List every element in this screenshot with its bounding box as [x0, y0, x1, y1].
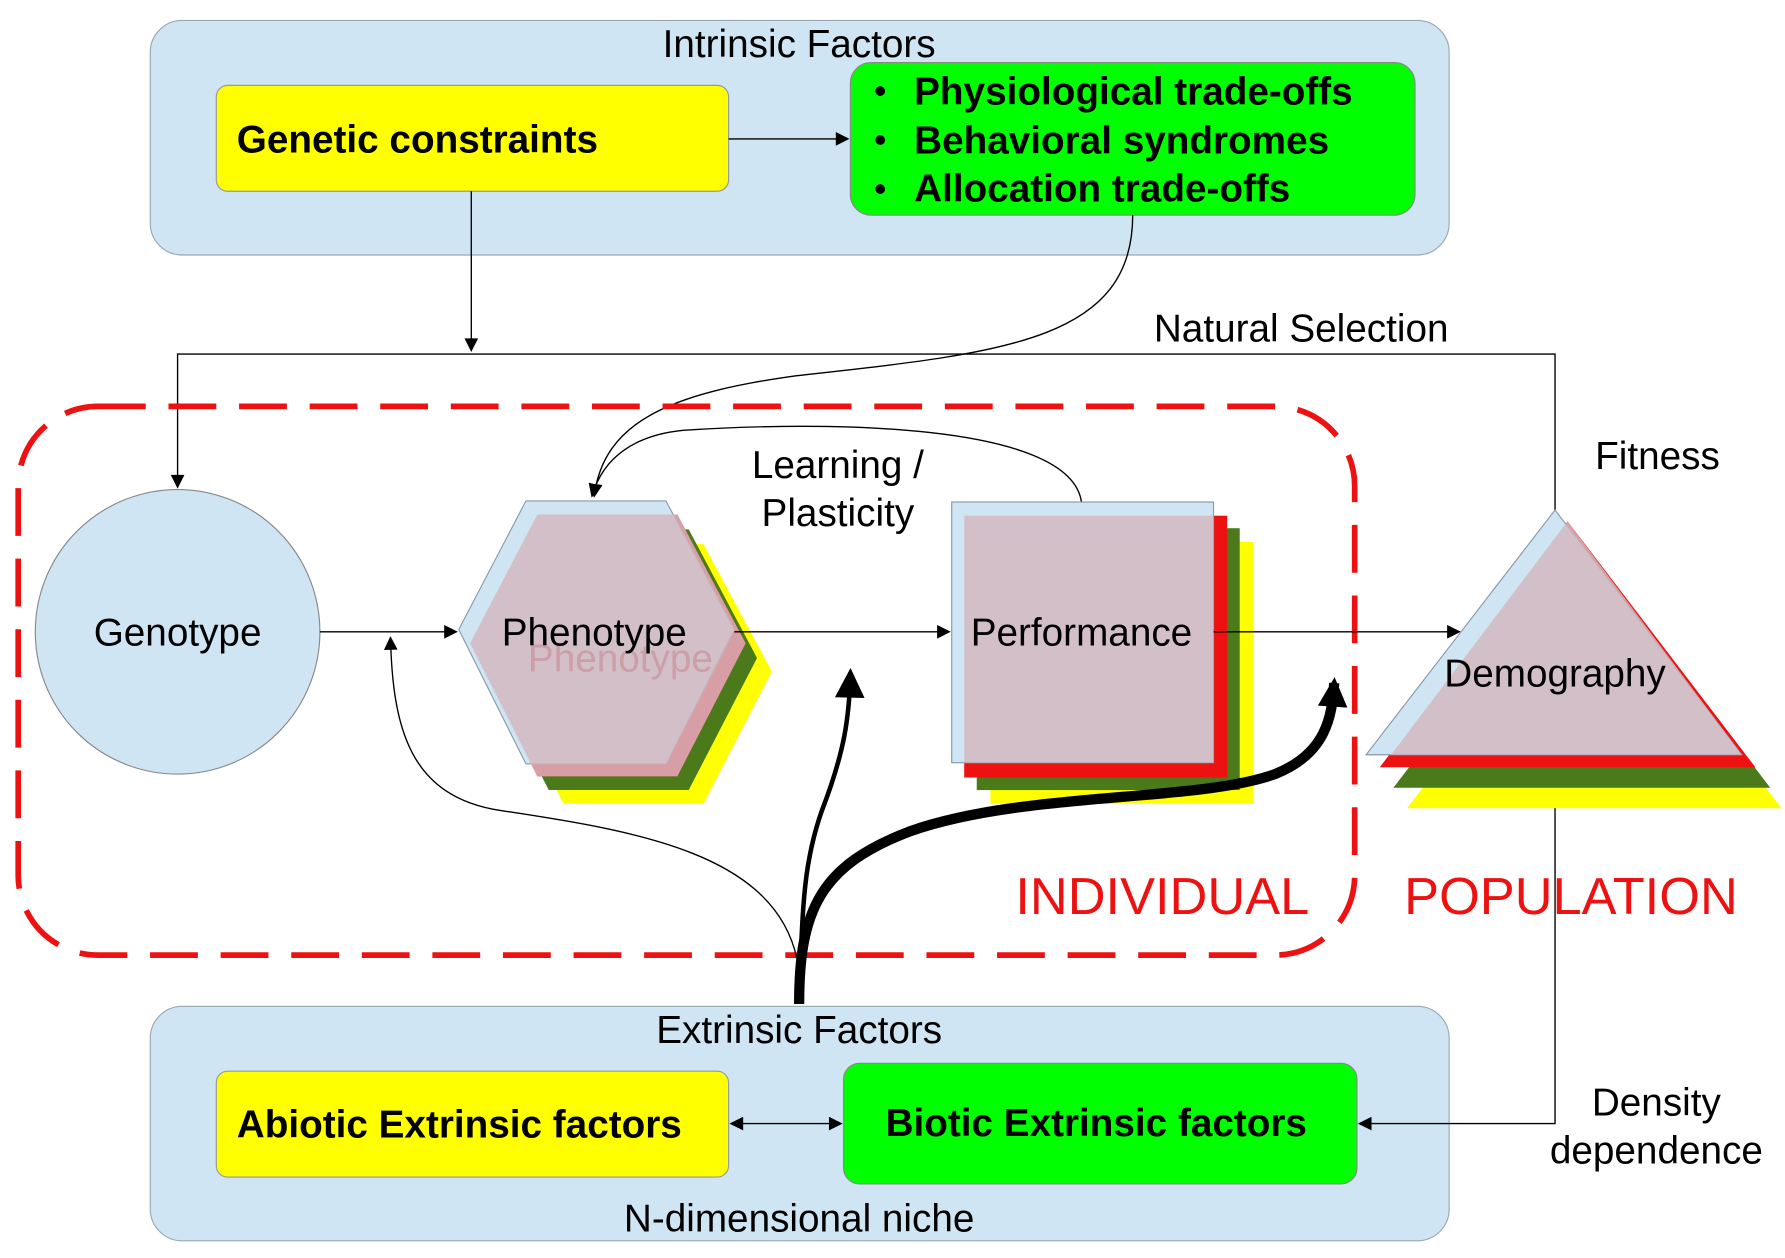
learning-label: Learning / [752, 444, 924, 487]
density-dependence-arrow [1357, 808, 1556, 1131]
tradeoff-item-physiological: Physiological trade-offs [914, 71, 1353, 114]
learning-plasticity-arrow [588, 425, 1083, 503]
abiotic-factors-label: Abiotic Extrinsic factors [237, 1103, 682, 1146]
tradeoff-item-behavioral: Behavioral syndromes [914, 120, 1329, 163]
population-label: POPULATION [1404, 868, 1738, 926]
biotic-factors-label: Biotic Extrinsic factors [886, 1102, 1307, 1145]
tradeoff-bullet: • [874, 170, 886, 208]
demography-overlay [1391, 521, 1742, 755]
natural-selection-line [170, 353, 1556, 510]
extrinsic-to-performance-demography-arrow [794, 677, 1348, 1005]
natural-selection-label: Natural Selection [1154, 308, 1449, 351]
individual-boundary [15, 403, 1358, 958]
tradeoff-bullet: • [874, 72, 886, 110]
biotic-factors-box [842, 1062, 1358, 1185]
niche-label: N-dimensional niche [624, 1198, 975, 1241]
fitness-label: Fitness [1595, 435, 1720, 478]
phenotype-overlay [470, 514, 746, 777]
tradeoffs-to-phenotype-arrow [588, 215, 1134, 498]
plasticity-label: Plasticity [762, 492, 915, 535]
phenotype-ghost-label: Phenotype [528, 638, 713, 681]
abiotic-factors-box [215, 1070, 730, 1178]
performance-overlay [964, 515, 1214, 763]
phenotype-label: Phenotype [502, 611, 687, 654]
dependence-label: dependence [1550, 1129, 1763, 1172]
density-label: Density [1592, 1082, 1722, 1125]
demography-label: Demography [1444, 652, 1666, 695]
genotype-label: Genotype [94, 611, 262, 654]
intrinsic-factors-title: Intrinsic Factors [663, 23, 936, 66]
genetic-constraints-label: Genetic constraints [237, 119, 598, 162]
extrinsic-to-genotype-phenotype-arrow [383, 636, 798, 959]
tradeoff-item-allocation: Allocation trade-offs [914, 167, 1290, 210]
extrinsic-factors-title: Extrinsic Factors [656, 1009, 942, 1052]
tradeoff-bullet: • [874, 121, 886, 159]
individual-label: INDIVIDUAL [1015, 868, 1309, 926]
performance-label: Performance [971, 611, 1192, 654]
